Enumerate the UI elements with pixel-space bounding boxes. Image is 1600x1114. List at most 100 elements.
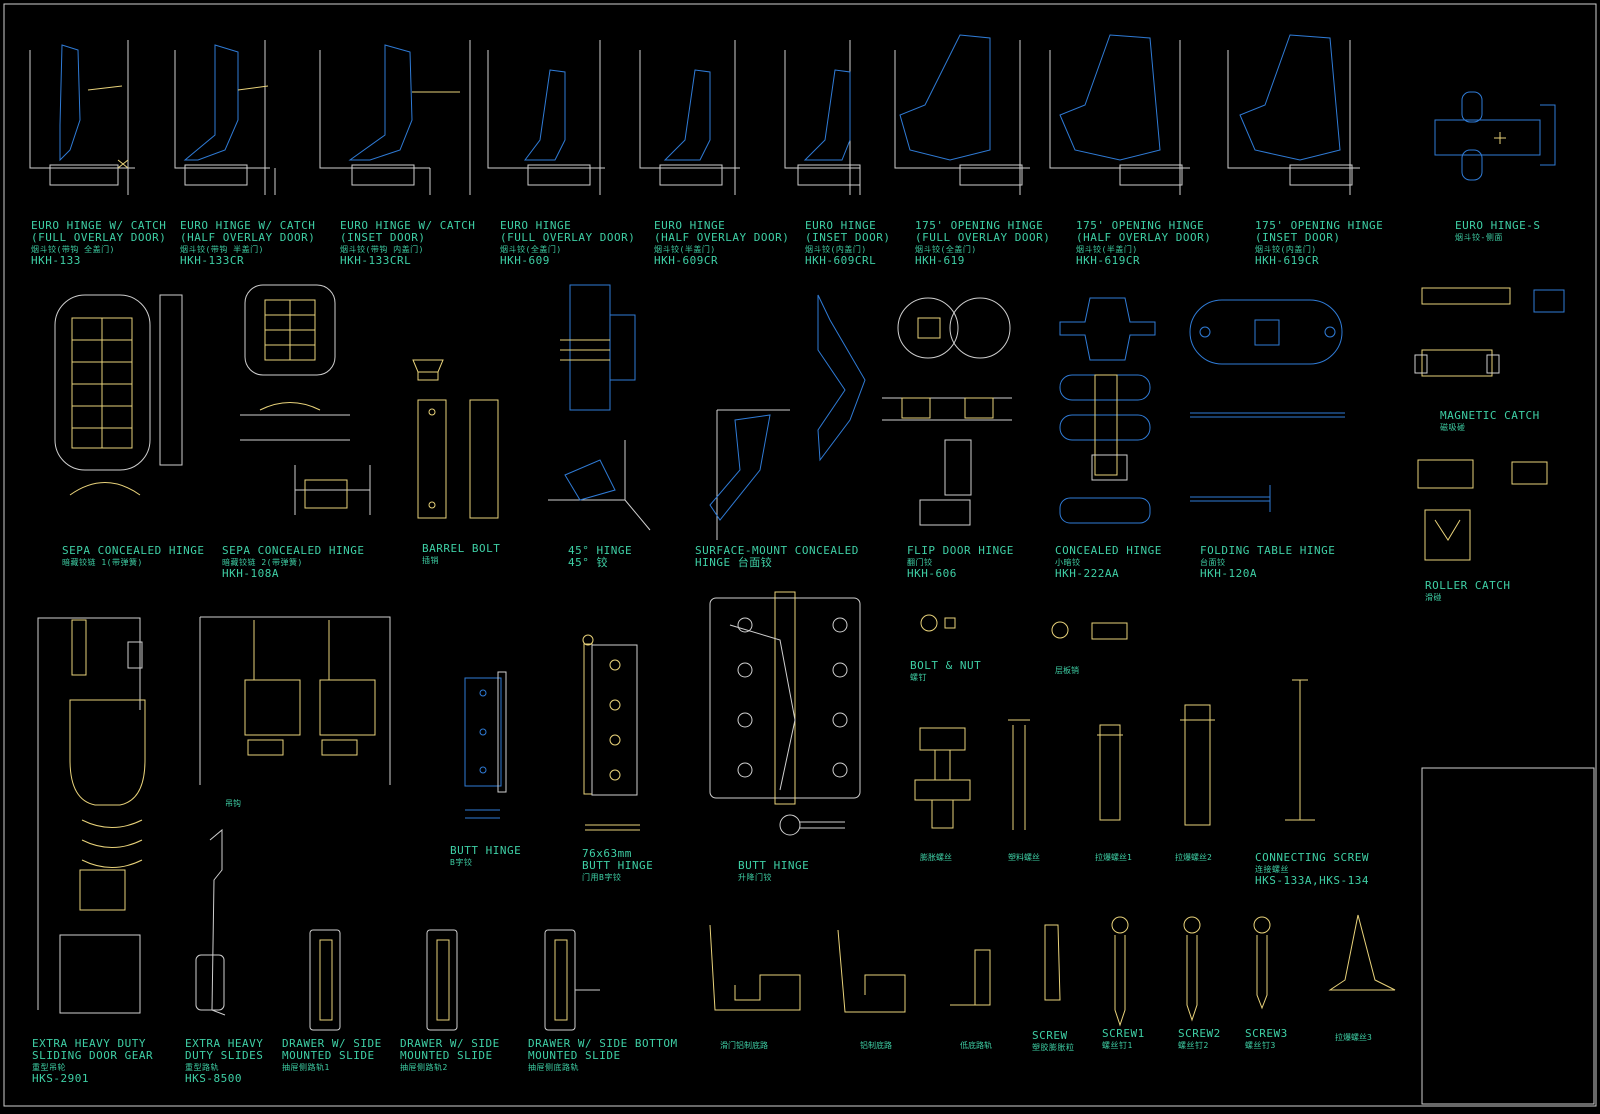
item-title: CONCEALED HINGE	[1055, 544, 1162, 557]
item-title: BOLT & NUT	[910, 659, 982, 672]
label-profile-2: 铝制底路	[860, 1041, 892, 1050]
screws-drawing	[1044, 914, 1396, 1027]
item-chinese-name: 烟斗铰(半盖门)	[654, 245, 716, 254]
surface-mount-hinge-drawing	[709, 294, 866, 540]
euro-hinge-hkh133crl-drawing	[319, 40, 471, 195]
item-code: HKH-619	[915, 254, 965, 267]
item-code: HKS-133A,HKS-134	[1255, 874, 1369, 887]
label-sliding-door-gear: EXTRA HEAVY DUTY SLIDING DOOR GEAR 重型吊轮 …	[32, 1038, 153, 1085]
label-expansion-bolt: 膨胀螺丝	[920, 853, 952, 862]
item-title: EURO HINGE W/ CATCH	[180, 219, 316, 232]
magnetic-catch-drawing	[1414, 287, 1565, 377]
item-code: HKH-619CR	[1076, 254, 1141, 267]
item-chinese-name: 抽屉侧路轨2	[400, 1063, 448, 1072]
concealed-hinge-drawing	[1059, 297, 1156, 524]
label-drawer-slide-3: DRAWER W/ SIDE BOTTOM MOUNTED SLIDE 抽屉侧底…	[528, 1038, 678, 1073]
item-chinese-name: 塑胶膨胀粒	[1032, 1043, 1075, 1052]
item-chinese-name: 小暗铰	[1055, 558, 1081, 567]
item-code: HKH-133CR	[180, 254, 245, 267]
item-chinese-name: 抽屉侧底路轨	[528, 1063, 579, 1072]
label-butt-hinge-2: 76x63mm BUTT HINGE 门用B字铰	[582, 848, 653, 883]
item-chinese-name: 台面铰	[1200, 558, 1226, 567]
item-title: SCREW	[1032, 1029, 1068, 1042]
item-chinese-name: 烟斗铰(半盖门)	[1076, 245, 1138, 254]
label-butt-hinge-3: BUTT HINGE 升降门铰	[738, 860, 809, 883]
item-code: HKH-606	[907, 567, 957, 580]
opening-hinge-hkh619cr-drawing	[1049, 34, 1190, 195]
item-title: 175' OPENING HINGE	[915, 219, 1044, 232]
label-45-hinge: 45° HINGE 45° 铰	[568, 545, 632, 569]
label-profile-3: 低底路轨	[960, 1041, 992, 1050]
item-title: DRAWER W/ SIDE BOTTOM	[528, 1037, 678, 1050]
euro-hinge-hkh133cr-drawing	[174, 40, 276, 195]
item-chinese-name: 门用B字铰	[582, 873, 622, 882]
item-chinese-name: 暗藏铰链 2(带弹簧)	[222, 558, 303, 567]
drawer-slides-drawing	[195, 828, 600, 1031]
item-title: SEPA CONCEALED HINGE	[62, 544, 205, 557]
item-chinese-name: 螺钉	[910, 673, 927, 682]
label-sepa-2: SEPA CONCEALED HINGE 暗藏铰链 2(带弹簧) HKH-108…	[222, 545, 364, 580]
barrel-bolt-drawing	[412, 359, 499, 519]
euro-hinge-hkh609-drawing	[487, 40, 605, 195]
item-chinese-name: 烟斗铰(带钩 半盖门)	[180, 245, 264, 254]
euro-hinge-hkh133-drawing	[29, 40, 135, 195]
item-title: EXTRA HEAVY DUTY	[32, 1037, 146, 1050]
sepa-concealed-hinge-1-drawing	[54, 294, 183, 496]
label-hkh609cr: EURO HINGE (HALF OVERLAY DOOR) 烟斗铰(半盖门) …	[654, 220, 789, 267]
item-code: HKH-133CRL	[340, 254, 412, 267]
item-chinese-name: 插销	[422, 556, 439, 565]
label-screw: SCREW 塑胶膨胀粒	[1032, 1030, 1075, 1053]
title-block	[1421, 767, 1595, 1105]
item-code: HKS-8500	[185, 1072, 242, 1085]
item-chinese-name: 烟斗铰(内盖门)	[805, 245, 867, 254]
item-chinese-name: 滑碰	[1425, 593, 1442, 602]
label-hkh133crl: EURO HINGE W/ CATCH (INSET DOOR) 烟斗铰(带钩 …	[340, 220, 475, 267]
item-title: SURFACE-MOUNT CONCEALED	[695, 544, 859, 557]
item-subtitle: (HALF OVERLAY DOOR)	[1076, 231, 1212, 244]
45-hinge-drawing	[548, 284, 651, 531]
item-title: 175' OPENING HINGE	[1076, 219, 1205, 232]
label-shelf-pin: 层板销	[1055, 666, 1079, 675]
item-code: HKH-108A	[222, 567, 279, 580]
item-chinese-name: B字铰	[450, 858, 473, 867]
item-title: EURO HINGE-S	[1455, 219, 1541, 232]
butt-hinge-lift-off-drawing	[709, 591, 861, 836]
item-chinese-name: 螺丝钉1	[1102, 1041, 1133, 1050]
item-chinese-name: 暗藏铰链 1(带弹簧)	[62, 558, 143, 567]
item-title: SCREW3	[1245, 1027, 1288, 1040]
item-code: HKH-619CR	[1255, 254, 1320, 267]
item-subtitle: (HALF OVERLAY DOOR)	[654, 231, 790, 244]
label-sepa-1: SEPA CONCEALED HINGE 暗藏铰链 1(带弹簧)	[62, 545, 204, 568]
opening-hinge-hkh619crl-drawing	[1227, 34, 1360, 195]
label-folding-table: FOLDING TABLE HINGE 台面铰 HKH-120A	[1200, 545, 1335, 580]
item-chinese-name: 翻门铰	[907, 558, 933, 567]
euro-hinge-hkh609cr-drawing	[639, 40, 740, 195]
item-title: ROLLER CATCH	[1425, 579, 1511, 592]
item-subtitle: BUTT HINGE	[582, 859, 654, 872]
euro-hinge-s-drawing	[1434, 91, 1556, 181]
item-chinese-name: 烟斗铰-侧面	[1455, 233, 1503, 242]
label-screw1: SCREW1 螺丝钉1	[1102, 1028, 1145, 1051]
item-title: DRAWER W/ SIDE	[282, 1037, 382, 1050]
item-chinese-name: 烟斗铰(带钩 内盖门)	[340, 245, 424, 254]
sepa-concealed-hinge-2-drawing	[240, 284, 371, 515]
item-code: HKH-133	[31, 254, 81, 267]
label-hkh619cr: 175' OPENING HINGE (HALF OVERLAY DOOR) 烟…	[1076, 220, 1211, 267]
item-subtitle: MOUNTED SLIDE	[528, 1049, 621, 1062]
item-title: 45° HINGE	[568, 544, 633, 557]
label-barrel-bolt: BARREL BOLT 插销	[422, 543, 500, 566]
item-chinese-name: 抽屉侧路轨1	[282, 1063, 330, 1072]
anchor-bolts-drawing	[914, 679, 1315, 830]
item-title: EURO HINGE	[500, 219, 572, 232]
butt-hinge-76x63-drawing	[582, 634, 640, 831]
label-bolt-nut: BOLT & NUT 螺钉	[910, 660, 981, 683]
item-title: EURO HINGE	[805, 219, 877, 232]
label-hkh133: EURO HINGE W/ CATCH (FULL OVERLAY DOOR) …	[31, 220, 166, 267]
label-euro-hinge-s: EURO HINGE-S 烟斗铰-侧面	[1455, 220, 1540, 243]
opening-hinge-hkh619-drawing	[894, 34, 1030, 195]
item-chinese-name: 重型吊轮	[32, 1063, 66, 1072]
item-subtitle: SLIDING DOOR GEAR	[32, 1049, 154, 1062]
item-subtitle: (FULL OVERLAY DOOR)	[915, 231, 1051, 244]
label-pull-bolt-1: 拉爆螺丝1	[1095, 853, 1132, 862]
label-drawer-slide-1: DRAWER W/ SIDE MOUNTED SLIDE 抽屉侧路轨1	[282, 1038, 382, 1073]
